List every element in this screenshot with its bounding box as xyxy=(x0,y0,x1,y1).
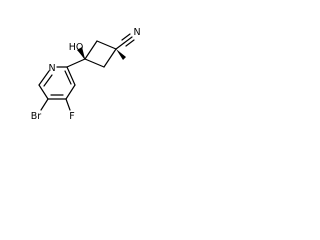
triple-bond-2 xyxy=(121,33,131,41)
molecule-structure: N Br F HO N xyxy=(31,27,141,122)
triple-bond-1 xyxy=(123,36,133,44)
bond-cq1-ctop xyxy=(84,40,98,60)
bond-c3-c2 xyxy=(66,66,76,86)
double-bond-n1-c6 xyxy=(43,74,53,87)
bond-lines xyxy=(38,33,135,111)
bond-c5-br xyxy=(40,98,49,111)
atom-label-f: F xyxy=(69,111,74,122)
bond-cq2-cbot xyxy=(103,48,117,68)
bond-cq2-cn xyxy=(115,42,125,50)
bond-n1-c6 xyxy=(38,70,50,86)
bond-c6-c5 xyxy=(38,84,49,100)
atom-label-nitrile-n: N xyxy=(133,27,140,38)
wedge-bond-oh xyxy=(77,47,85,59)
bond-c4-c3 xyxy=(65,84,76,100)
bond-cbot-cq1 xyxy=(84,58,105,68)
atom-label-ring-n: N xyxy=(48,63,55,74)
triple-bond-3 xyxy=(125,39,135,47)
bond-c2-cq1 xyxy=(66,58,86,68)
atom-label-oh: HO xyxy=(69,42,84,53)
atom-label-br: Br xyxy=(31,111,42,122)
bond-ctop-cq2 xyxy=(96,40,117,50)
double-bond-c3-c2 xyxy=(64,70,72,85)
bond-c3-f xyxy=(65,98,71,111)
wedge-bond-methyl xyxy=(116,49,126,60)
